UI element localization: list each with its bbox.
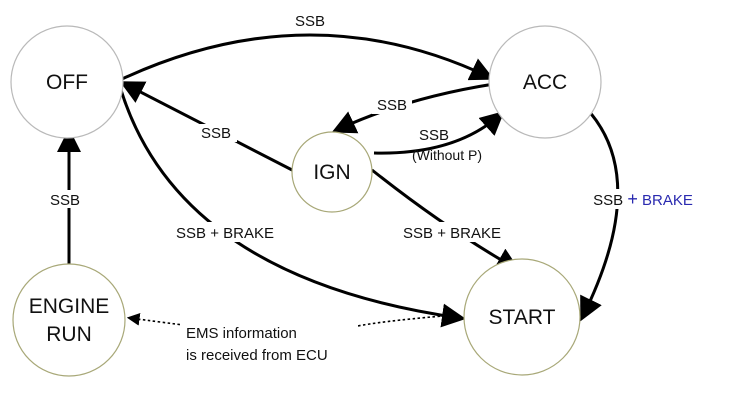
- label-bg-engine-off: [44, 190, 86, 208]
- label-ign-to-acc-line1: SSB: [419, 127, 449, 144]
- label-ign-to-off: SSB: [201, 125, 231, 142]
- node-engine-run-label-line2: RUN: [46, 323, 92, 346]
- node-engine-run: ENGINE RUN: [12, 263, 126, 377]
- label-off-to-start: SSB + BRAKE: [176, 225, 274, 242]
- node-acc: ACC: [488, 25, 602, 139]
- label-bg-off-start: [163, 222, 287, 242]
- label-ems-line2: is received from ECU: [186, 347, 328, 364]
- node-acc-label: ACC: [523, 71, 567, 94]
- label-ign-to-acc-line2: (Without P): [412, 147, 482, 163]
- edge-ign-to-start: [371, 168, 521, 271]
- label-acc-to-start: SSB + BRAKE: [593, 189, 693, 209]
- label-bg-ign-off: [195, 124, 237, 142]
- node-start: START: [463, 258, 581, 376]
- edge-ign-to-acc: [373, 111, 505, 155]
- label-bg-off-acc: [288, 11, 332, 29]
- node-acc-circle: [488, 25, 602, 139]
- node-off: OFF: [10, 25, 124, 139]
- label-off-to-acc: SSB: [295, 13, 325, 30]
- edge-off-to-acc: [121, 33, 495, 81]
- node-start-label: START: [489, 306, 556, 329]
- label-bg-ems: [180, 322, 358, 366]
- node-off-circle: [10, 25, 124, 139]
- label-bg-acc-ign: [372, 96, 412, 114]
- node-engine-run-circle: [12, 263, 126, 377]
- label-acc-to-start-plus: +: [627, 189, 638, 209]
- label-ign-to-start: SSB + BRAKE: [403, 225, 501, 242]
- node-off-label: OFF: [46, 71, 88, 94]
- label-acc-to-ign: SSB: [377, 97, 407, 114]
- node-ign-circle: [291, 131, 373, 213]
- node-ign: IGN: [291, 131, 373, 213]
- label-bg-acc-start: [578, 189, 710, 209]
- label-bg-ign-start: [390, 222, 514, 242]
- label-ems-line1: EMS information: [186, 325, 297, 342]
- node-ign-label: IGN: [313, 161, 350, 184]
- label-acc-to-start-ssb: SSB: [593, 192, 623, 209]
- label-acc-to-start-brake: BRAKE: [642, 192, 693, 209]
- edge-acc-to-ign: [331, 82, 495, 134]
- edge-off-to-start: [119, 89, 466, 328]
- node-start-circle: [463, 258, 581, 376]
- label-engine-to-off: SSB: [50, 192, 80, 209]
- node-engine-run-label-line1: ENGINE: [29, 295, 110, 318]
